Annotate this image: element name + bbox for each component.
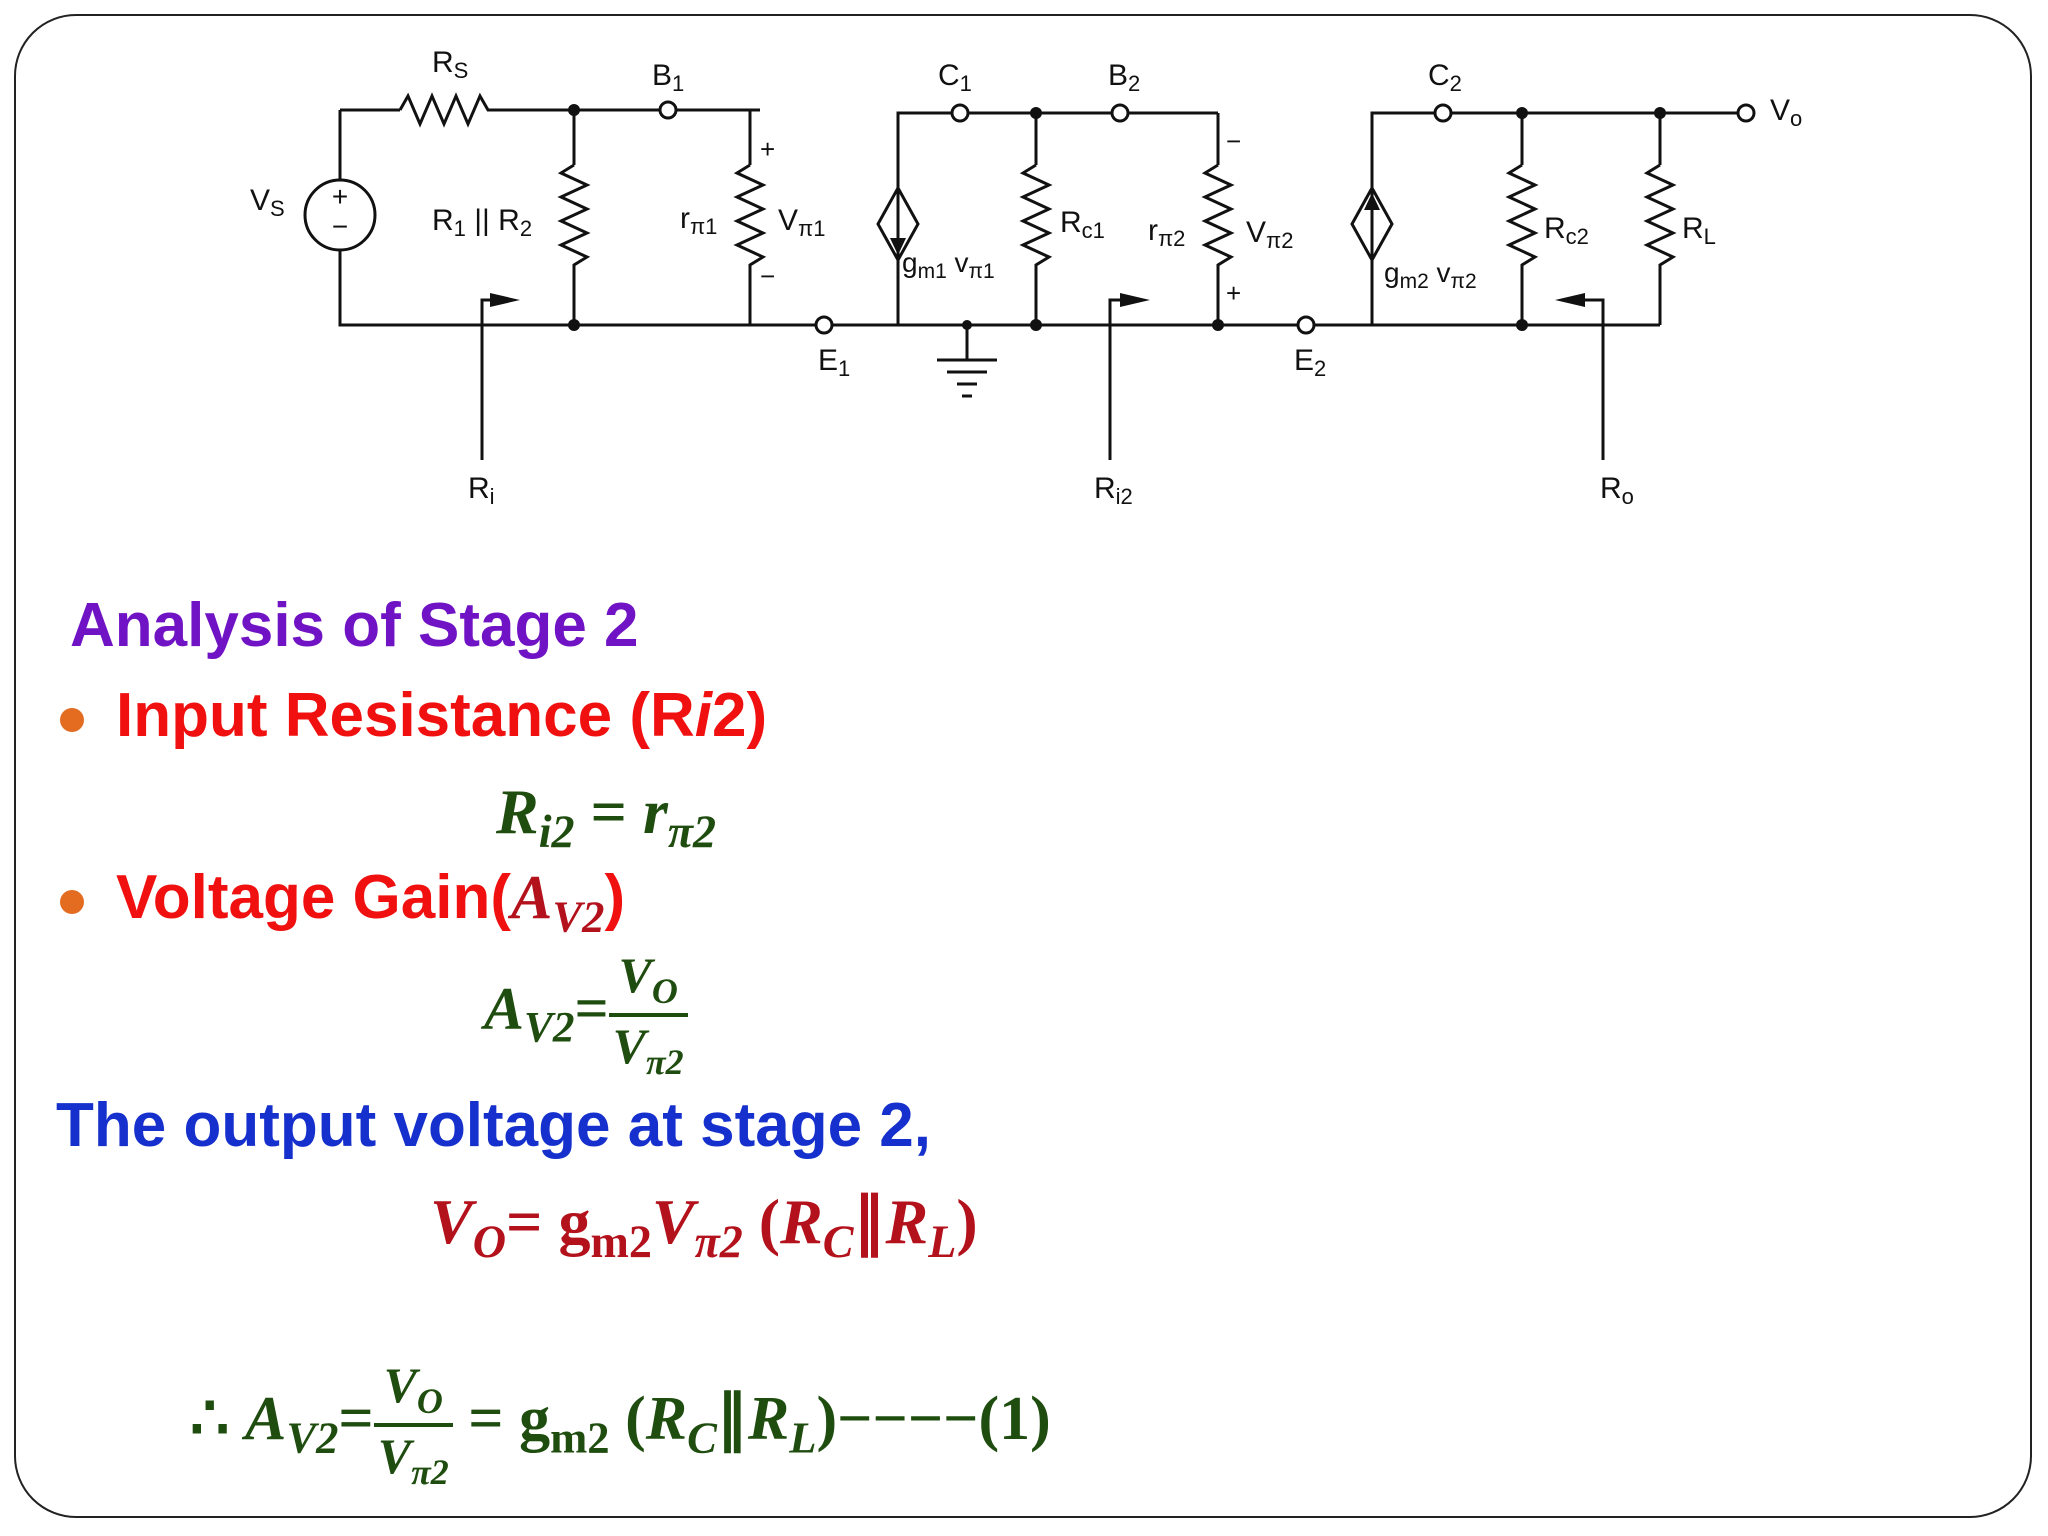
vpi2-plus: + bbox=[1226, 278, 1241, 308]
label-ri: Ri bbox=[468, 472, 495, 509]
label-rc1: Rc1 bbox=[1060, 206, 1105, 243]
label-ro: Ro bbox=[1600, 472, 1634, 509]
vs-plus-sign: + bbox=[332, 181, 348, 212]
label-e1: E1 bbox=[818, 344, 850, 381]
label-e2: E2 bbox=[1294, 344, 1326, 381]
vpi1-plus: + bbox=[760, 134, 775, 164]
vs-minus-sign: − bbox=[332, 211, 348, 242]
label-rpi1: rπ1 bbox=[680, 202, 717, 239]
label-rs: RS bbox=[432, 46, 468, 83]
label-vpi2: Vπ2 bbox=[1246, 216, 1293, 253]
cascade-amplifier-circuit: + − RS B1 C1 B2 C2 Vo VS R1 || R2 rπ1 Vπ… bbox=[250, 46, 1802, 509]
label-gm2-vpi2: gm2 vπ2 bbox=[1384, 257, 1477, 293]
label-r1-r2: R1 || R2 bbox=[432, 204, 532, 241]
slide-frame bbox=[14, 14, 2032, 1518]
bullet-voltage-gain bbox=[60, 890, 84, 914]
vpi1-minus: − bbox=[760, 261, 775, 291]
label-ri2: Ri2 bbox=[1094, 472, 1133, 509]
equation-ri2: Ri2 = rπ2 bbox=[496, 776, 717, 857]
label-c1: C1 bbox=[938, 59, 972, 96]
voltage-gain-heading: Voltage Gain(AV2) bbox=[116, 863, 626, 942]
label-b1: B1 bbox=[652, 59, 684, 96]
label-rc2: Rc2 bbox=[1544, 212, 1589, 249]
bullet-input-resistance bbox=[60, 708, 84, 732]
label-vpi1: Vπ1 bbox=[778, 204, 825, 241]
equation-vo: VO= gm2Vπ2 (RC∥RL) bbox=[430, 1186, 978, 1267]
label-rl: RL bbox=[1682, 212, 1716, 249]
label-c2: C2 bbox=[1428, 59, 1462, 96]
label-vo: Vo bbox=[1770, 94, 1802, 131]
vpi2-minus: − bbox=[1226, 126, 1241, 156]
label-b2: B2 bbox=[1108, 59, 1140, 96]
output-voltage-heading: The output voltage at stage 2, bbox=[56, 1091, 931, 1160]
label-gm1-vpi1: gm1 vπ1 bbox=[902, 247, 995, 283]
analysis-heading: Analysis of Stage 2 bbox=[70, 591, 639, 660]
input-resistance-heading: Input Resistance (Ri2) bbox=[116, 681, 768, 750]
label-rpi2: rπ2 bbox=[1148, 214, 1185, 251]
label-vs: VS bbox=[250, 184, 285, 221]
